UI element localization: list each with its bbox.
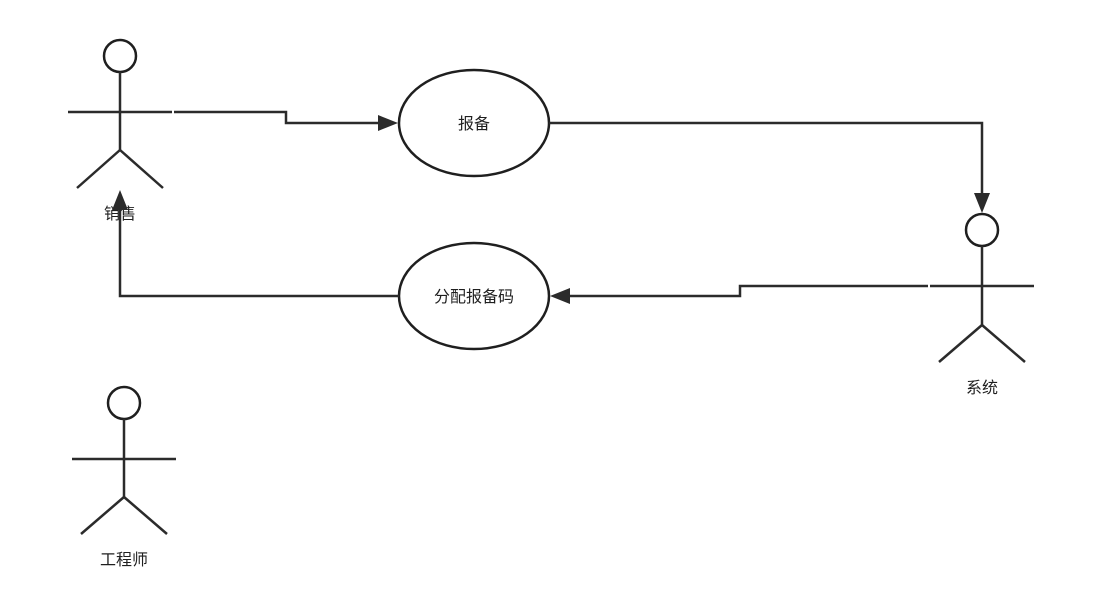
- connector-system-to-assign-code-line: [569, 284, 928, 298]
- actor-system-right-leg: [981, 324, 1026, 363]
- connector-report-to-system-arrowhead: [974, 193, 990, 213]
- connector-assign-code-to-sales-line: [118, 209, 399, 298]
- connector-sales-to-report-arrowhead: [378, 115, 398, 131]
- use-case-report-label: 报备: [458, 114, 490, 133]
- connector-system-to-assign-code[interactable]: [550, 284, 928, 304]
- connector-report-to-system[interactable]: [549, 121, 990, 213]
- actor-sales[interactable]: 销售: [68, 38, 172, 223]
- actor-system-label: 系统: [966, 378, 998, 397]
- connector-report-to-system-line: [549, 121, 984, 194]
- connector-sales-to-report[interactable]: [174, 110, 398, 131]
- connector-system-to-assign-code-arrowhead: [550, 288, 570, 304]
- connector-sales-to-report-line: [174, 110, 379, 125]
- actor-engineer-right-leg: [123, 496, 168, 535]
- use-case-assign-code[interactable]: 分配报备码: [397, 241, 551, 351]
- actor-sales-left-leg: [76, 149, 121, 189]
- actor-engineer[interactable]: 工程师: [72, 385, 176, 569]
- actor-system-head: [964, 212, 1000, 248]
- use-case-assign-code-label: 分配报备码: [434, 287, 514, 306]
- actor-system-left-leg: [938, 324, 983, 363]
- actor-engineer-label: 工程师: [100, 550, 148, 569]
- actor-engineer-left-leg: [80, 496, 125, 535]
- actor-sales-right-leg: [119, 149, 164, 189]
- actor-sales-head: [102, 38, 138, 74]
- connector-assign-code-to-sales[interactable]: [112, 190, 399, 298]
- actor-engineer-head: [106, 385, 142, 421]
- connector-assign-code-to-sales-arrowhead: [112, 190, 128, 210]
- use-case-report[interactable]: 报备: [397, 68, 551, 178]
- actor-system[interactable]: 系统: [930, 212, 1034, 397]
